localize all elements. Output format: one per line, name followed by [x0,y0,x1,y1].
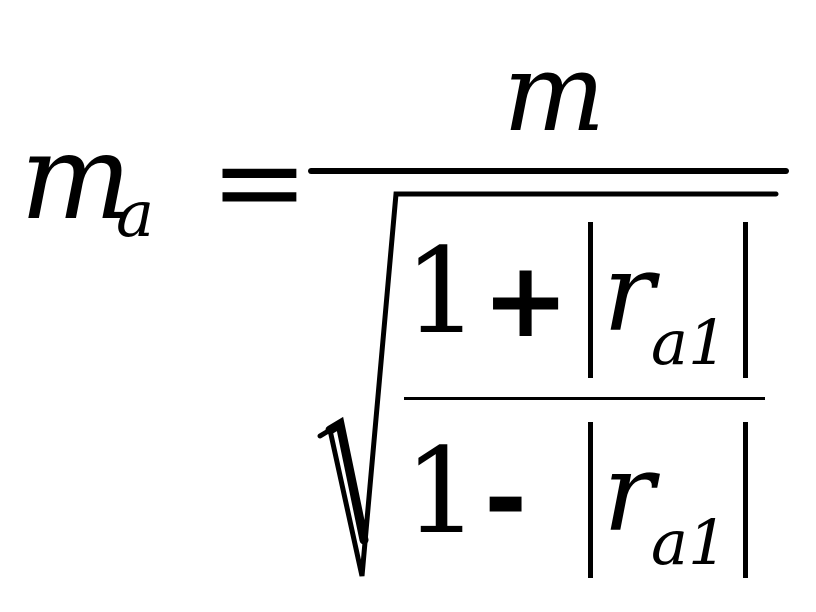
inner-denominator-subscript: a1 [651,506,728,579]
fraction-bar [308,168,789,174]
inner-denominator-one: 1 [404,422,480,560]
lhs-subscript: a [116,178,155,252]
plus-sign: + [482,239,570,361]
lhs-symbol: m [20,108,132,246]
inner-fraction-bar [404,397,765,400]
inner-denominator-variable: r [603,431,655,556]
inner-numerator-one: 1 [404,222,480,360]
inner-numerator-subscript: a1 [651,306,728,379]
square-root-icon [317,191,779,577]
abs-bar-right [743,422,748,578]
minus-sign: - [484,437,528,559]
numerator-symbol: m [503,31,606,156]
abs-bar-left [588,222,593,378]
inner-numerator-variable: r [603,231,655,356]
abs-bar-right [743,222,748,378]
equals-sign: = [210,112,309,250]
abs-bar-left [588,422,593,578]
